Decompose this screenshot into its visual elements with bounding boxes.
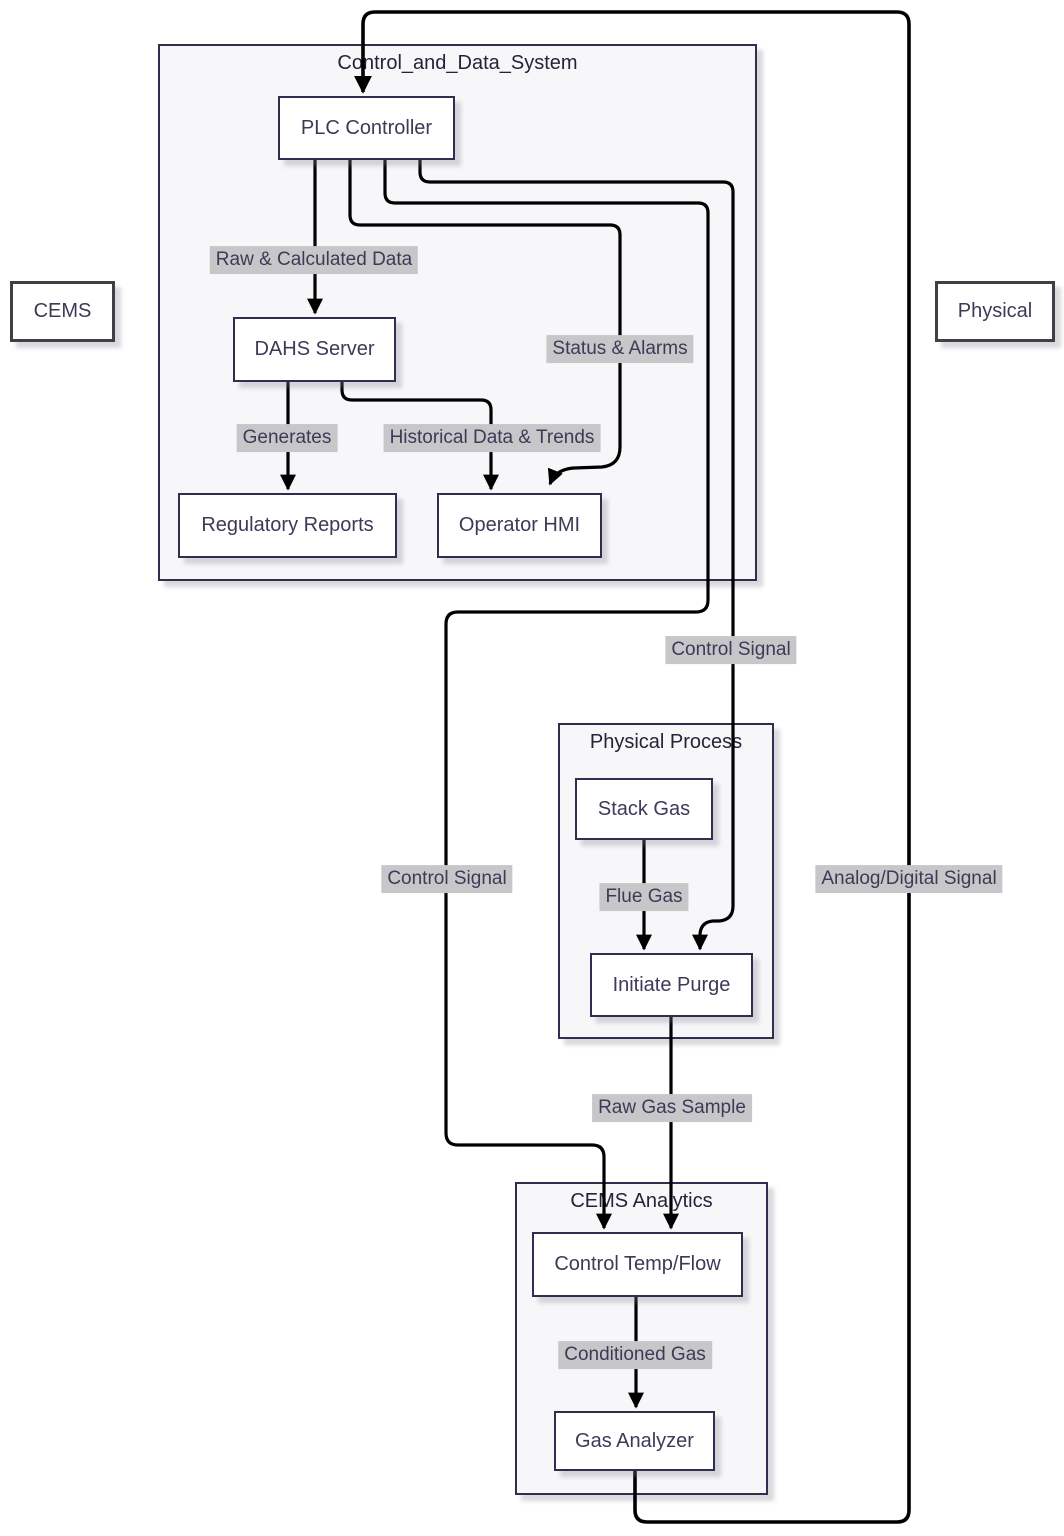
- edge-label-flue-gas: Flue Gas: [599, 883, 689, 911]
- node-initiate-purge-label: Initiate Purge: [612, 973, 731, 996]
- edge-label-conditioned-gas: Conditioned Gas: [558, 1341, 712, 1369]
- node-initiate-purge: Initiate Purge: [590, 953, 753, 1017]
- edge-gas-analyzer-to-plc-feedback: [354, 10, 911, 1524]
- node-operator-hmi-label: Operator HMI: [458, 514, 581, 536]
- node-operator-hmi: Operator HMI: [437, 493, 602, 558]
- node-dahs-server-label: DAHS Server: [254, 338, 375, 360]
- container-title-control-and-data-system: Control_and_Data_System: [337, 52, 578, 74]
- node-gas-analyzer: Gas Analyzer: [554, 1411, 715, 1471]
- edge-label-analog-digital-signal: Analog/Digital Signal: [815, 865, 1003, 893]
- edge-label-raw-calculated-data: Raw & Calculated Data: [209, 246, 419, 274]
- edge-label-control-signal-to-temp-flow: Control Signal: [381, 865, 513, 893]
- edge-label-raw-gas-sample: Raw Gas Sample: [592, 1094, 752, 1122]
- container-title-physical-process: Physical Process: [589, 731, 743, 753]
- node-regulatory-reports: Regulatory Reports: [178, 493, 397, 558]
- edge-label-generates: Generates: [236, 424, 338, 452]
- node-regulatory-reports-label: Regulatory Reports: [201, 514, 374, 536]
- edge-plc-to-initiate-purge: [418, 160, 735, 951]
- node-control-temp-flow-label: Control Temp/Flow: [554, 1253, 721, 1275]
- edge-label-status-alarms: Status & Alarms: [546, 335, 694, 363]
- node-plc-controller: PLC Controller: [278, 96, 455, 160]
- node-stack-gas-label: Stack Gas: [597, 797, 691, 820]
- edge-plc-to-control-temp-flow: [383, 160, 710, 1230]
- container-title-cems-analytics: CEMS Analytics: [570, 1190, 713, 1212]
- node-control-temp-flow: Control Temp/Flow: [532, 1232, 743, 1297]
- node-plc-controller-label: PLC Controller: [300, 116, 433, 139]
- lane-physical: Physical: [935, 281, 1055, 342]
- edge-dahs-to-hmi-historical: [340, 382, 499, 491]
- node-gas-analyzer-label: Gas Analyzer: [575, 1429, 694, 1452]
- edge-label-control-signal-to-purge: Control Signal: [665, 636, 797, 664]
- edge-label-historical-data-trends: Historical Data & Trends: [383, 424, 601, 452]
- container-control-and-data-system: Control_and_Data_System: [158, 44, 757, 581]
- node-stack-gas: Stack Gas: [575, 778, 713, 840]
- lane-cems: CEMS: [10, 281, 115, 342]
- lane-physical-label: Physical: [957, 300, 1033, 322]
- node-dahs-server: DAHS Server: [233, 317, 396, 382]
- lane-cems-label: CEMS: [33, 300, 92, 322]
